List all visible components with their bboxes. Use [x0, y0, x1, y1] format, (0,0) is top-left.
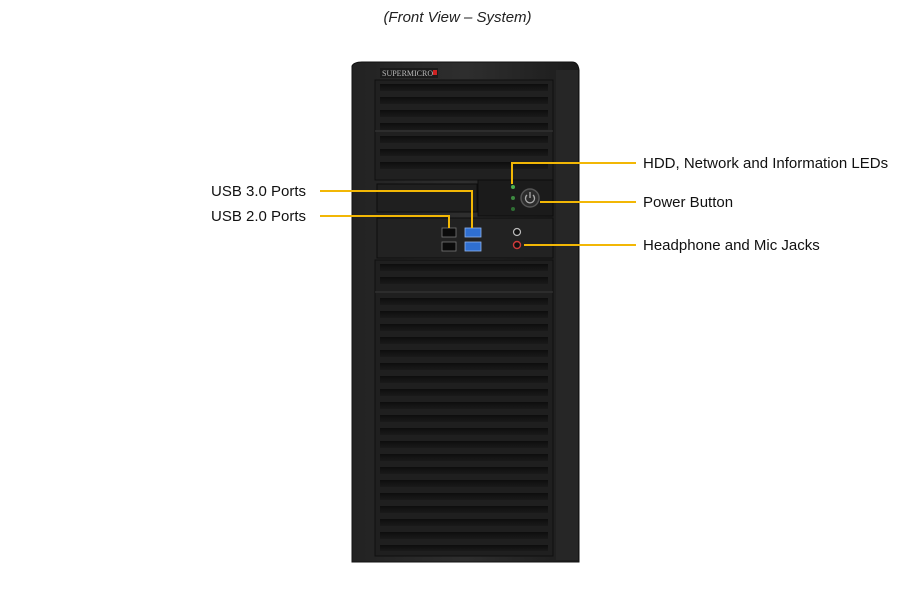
callout-label-audio: Headphone and Mic Jacks — [643, 237, 820, 254]
figure-caption: (Front View – System) — [383, 9, 532, 26]
chassis-right-edge — [556, 70, 578, 560]
io-panel — [376, 217, 554, 259]
callout-label-power: Power Button — [643, 194, 734, 211]
power-icon — [524, 192, 536, 204]
brand-logo-dot — [433, 70, 437, 75]
brand-logo-text: SUPERMICRO — [382, 69, 433, 78]
status-leds — [511, 185, 515, 211]
callout-line-usb2 — [320, 215, 450, 228]
brand-logo — [380, 68, 438, 78]
callout-line-leds — [511, 162, 636, 184]
callout-label-usb3: USB 3.0 Ports — [211, 183, 307, 200]
optical-bay — [376, 183, 478, 213]
callout-label-leds: HDD, Network and Information LEDs — [643, 155, 889, 172]
callout-lines — [320, 162, 636, 246]
callout-line-usb3 — [320, 190, 473, 228]
audio-jacks — [512, 227, 522, 250]
top-bay-vents — [380, 84, 548, 169]
lower-grille-vents — [380, 264, 548, 551]
control-panel — [477, 179, 554, 217]
callout-label-usb2: USB 2.0 Ports — [211, 208, 307, 225]
